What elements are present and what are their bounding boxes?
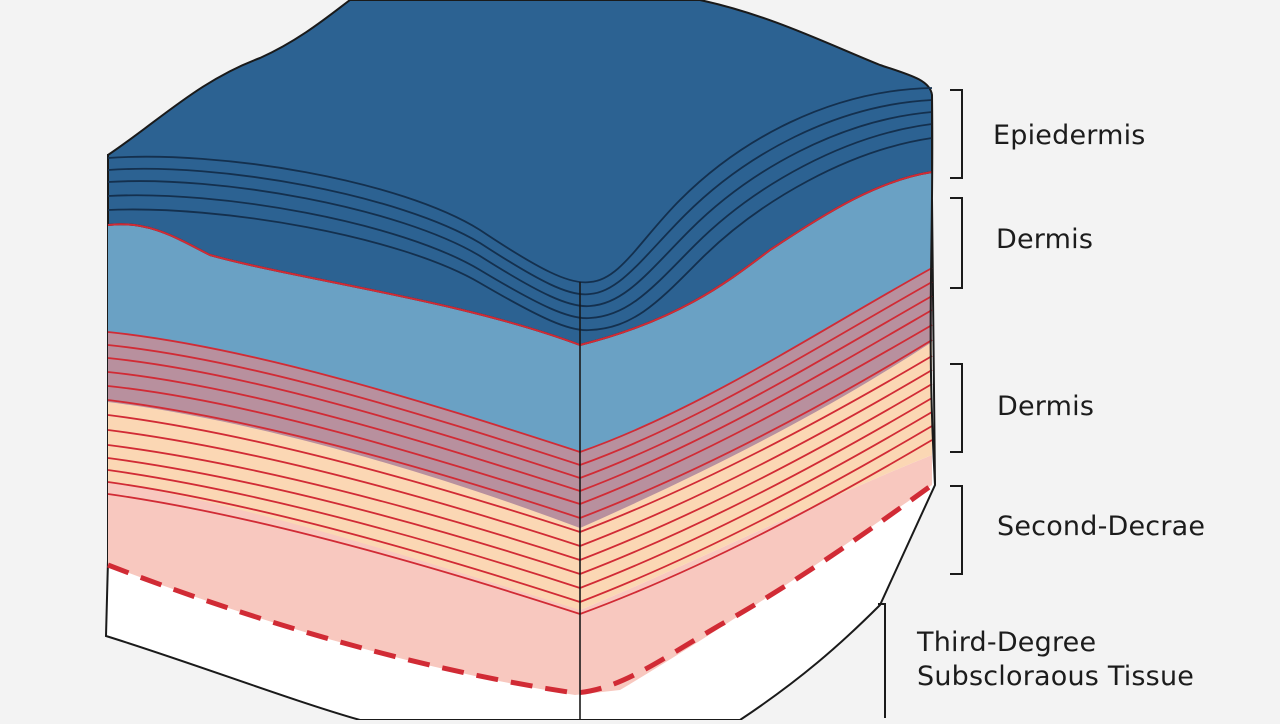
epidermis-strata — [107, 87, 933, 332]
bracket-third-degree — [878, 603, 886, 718]
bracket-dermis-upper — [950, 197, 963, 289]
label-third-degree-line-1: Third-Degree — [917, 627, 1097, 658]
label-second-degree: Second-Decrae — [997, 511, 1206, 542]
burn-depth-dashed-line — [107, 482, 934, 696]
dermis-layer — [108, 172, 932, 452]
label-dermis-upper: Dermis — [996, 224, 1094, 255]
label-third-degree: Third-Degree Subscloraous Tissue — [917, 626, 1194, 694]
deep-tissue-layer — [108, 455, 932, 695]
fat-band-layer — [108, 340, 932, 610]
label-dermis-lower: Dermis — [997, 391, 1095, 422]
block-right-edge — [929, 94, 936, 486]
label-epidermis: Epiedermis — [993, 120, 1146, 151]
bracket-epidermis — [950, 89, 963, 179]
bracket-dermis-lower — [950, 363, 963, 453]
bracket-second-degree — [950, 485, 963, 575]
dermis-red-strata — [107, 267, 933, 615]
reticular-layer — [108, 265, 932, 528]
label-third-degree-line-2: Subscloraous Tissue — [917, 661, 1195, 692]
layer-brackets — [878, 89, 963, 718]
